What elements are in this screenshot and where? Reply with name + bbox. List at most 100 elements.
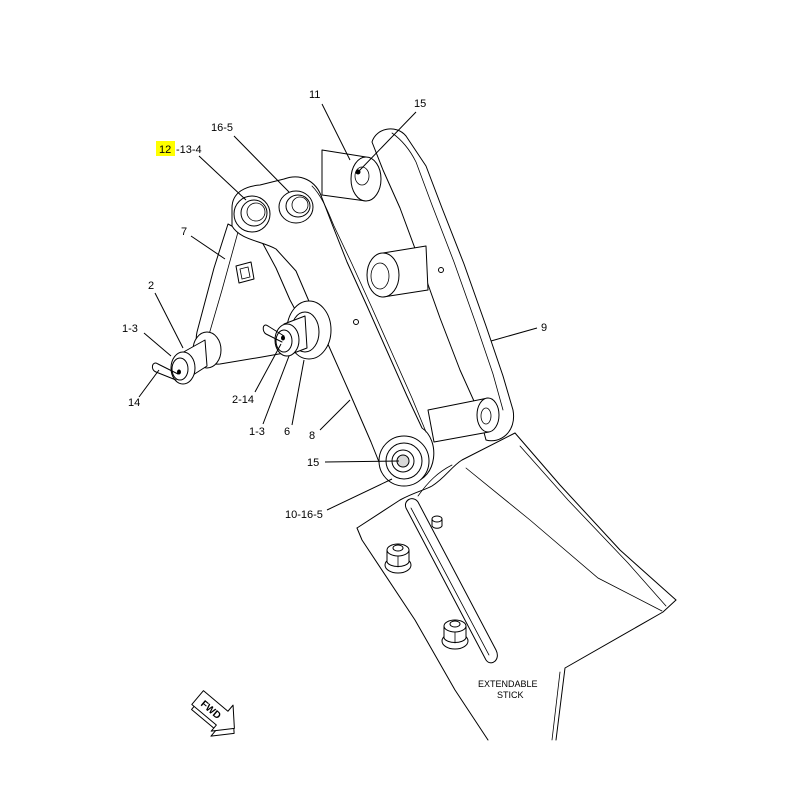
stick-inner-edge <box>551 671 561 741</box>
callout-11[interactable]: 11 <box>309 89 351 161</box>
cross-pin-2-14 <box>262 324 283 343</box>
callout-label-2-14[interactable]: 2-14 <box>232 394 254 406</box>
stick-bracket <box>417 464 453 497</box>
callout-7[interactable]: 7 <box>181 226 226 260</box>
rear-plate-outline <box>371 128 515 442</box>
callout-label-12[interactable]: 12 <box>159 144 171 156</box>
link-rear-plate <box>371 128 515 442</box>
stick-bolt-small <box>431 515 443 529</box>
callout-label-11[interactable]: 11 <box>309 89 320 101</box>
forward-direction-arrow-icon: FWD <box>191 690 235 737</box>
leader-line-15-lower <box>324 460 400 463</box>
leader-line-11 <box>321 103 351 161</box>
leader-line-2 <box>154 292 184 349</box>
stick-top-edge <box>356 432 516 529</box>
callout-label-6[interactable]: 6 <box>284 426 290 438</box>
grease-fitting-inner <box>239 266 251 280</box>
leader-line-7 <box>190 235 226 260</box>
lower-tube-end <box>476 397 500 433</box>
leader-line-10-16-5 <box>326 478 393 511</box>
leader-line-6 <box>291 359 305 426</box>
right-pin-assembly <box>262 300 332 360</box>
pivot-hole-12-13-4 <box>233 195 271 233</box>
front-plate-outline <box>231 176 435 485</box>
callout-10-16-5[interactable]: 10-16-5 <box>285 478 393 521</box>
callout-1-3-right[interactable]: 1-3 <box>249 355 290 438</box>
stick-face-edge <box>465 467 663 612</box>
callout-15-top[interactable]: 15 <box>358 98 426 172</box>
stick-end-edge <box>555 599 677 741</box>
stick-right-edge <box>514 432 677 601</box>
stick-label-line2: STICK <box>497 690 524 700</box>
extendable-stick: EXTENDABLE STICK <box>356 432 677 741</box>
rear-plate-thickness-line <box>391 132 504 411</box>
callout-label-16-5[interactable]: 16-5 <box>211 122 233 134</box>
fwd-arrow-face <box>191 690 235 732</box>
leader-line-2-14 <box>254 343 282 393</box>
pivot-hole-bushing <box>240 199 268 227</box>
leader-line-16-5 <box>233 135 290 193</box>
small-bolt-top <box>431 515 443 523</box>
callout-14[interactable]: 14 <box>128 369 160 409</box>
callout-9[interactable]: 9 <box>490 322 547 342</box>
leader-line-1-3-right <box>262 355 290 425</box>
callout-1-3-left[interactable]: 1-3 <box>122 323 172 357</box>
callout-6[interactable]: 6 <box>284 359 305 438</box>
leader-line-8 <box>319 399 351 431</box>
leader-line-15-top <box>358 111 417 172</box>
pivot-hole-16-5 <box>278 190 314 224</box>
middle-tube-bore <box>370 262 390 290</box>
top-tube-bore <box>354 166 370 186</box>
lower-tube-bore <box>480 407 492 425</box>
pin-2-cross-hole <box>177 369 181 375</box>
cross-tube-lower <box>427 397 500 443</box>
link-7-thickness-line <box>207 231 239 339</box>
callout-16-5[interactable]: 16-5 <box>211 122 290 193</box>
cross-pin-2-14-shaft <box>267 325 285 337</box>
stick-label-line1: EXTENDABLE <box>478 679 538 689</box>
middle-tube-end <box>366 252 400 298</box>
callout-label-9[interactable]: 9 <box>541 322 547 334</box>
pivot-hole-bore <box>291 196 309 214</box>
leader-line-12-13-4 <box>198 155 247 201</box>
callout-8[interactable]: 8 <box>309 399 351 442</box>
callout-label-13-4[interactable]: -13-4 <box>176 144 202 156</box>
cross-tube-top <box>321 149 382 202</box>
cross-pin-14 <box>151 362 177 381</box>
callout-label-8[interactable]: 8 <box>309 430 315 442</box>
stick-bolt-lower <box>441 619 469 650</box>
left-pin-assembly <box>151 331 222 385</box>
callout-2[interactable]: 2 <box>148 280 184 349</box>
callout-2-14[interactable]: 2-14 <box>232 343 282 406</box>
stick-slot <box>404 498 498 664</box>
callout-label-2[interactable]: 2 <box>148 280 154 292</box>
callout-highlight-12 <box>156 141 175 156</box>
callout-15-lower[interactable]: 15 <box>307 457 400 469</box>
stick-slot-inner <box>410 507 490 656</box>
front-plate-thickness-line <box>311 185 427 433</box>
callout-label-15-top[interactable]: 15 <box>414 98 426 110</box>
stick-left-edge <box>356 527 489 741</box>
pivot-hole-bore <box>246 202 266 222</box>
callout-label-1-3-left[interactable]: 1-3 <box>122 323 138 335</box>
front-plate-small-hole <box>353 319 359 325</box>
callout-label-1-3-right[interactable]: 1-3 <box>249 426 265 438</box>
callout-12-13-4[interactable]: 12 -13-4 <box>156 141 247 201</box>
bolt-tip <box>449 620 461 628</box>
cross-pin-14-shaft <box>157 363 179 375</box>
callout-label-14[interactable]: 14 <box>128 397 140 409</box>
callout-label-7[interactable]: 7 <box>181 226 187 238</box>
rear-plate-small-hole <box>438 267 444 273</box>
leader-line-1-3-left <box>143 332 172 357</box>
callout-label-10-16-5[interactable]: 10-16-5 <box>285 509 323 521</box>
pin-2-end <box>171 357 189 381</box>
grease-fitting-square <box>235 261 255 284</box>
cross-tube-middle <box>366 245 429 298</box>
callout-label-15-lower[interactable]: 15 <box>307 457 319 469</box>
lower-pivot-boss <box>378 435 430 487</box>
stick-bolt-upper <box>384 543 412 574</box>
pin-right-cross-hole <box>281 335 285 341</box>
pivot-hole-bushing <box>285 194 311 218</box>
link-front-plate <box>231 176 435 487</box>
